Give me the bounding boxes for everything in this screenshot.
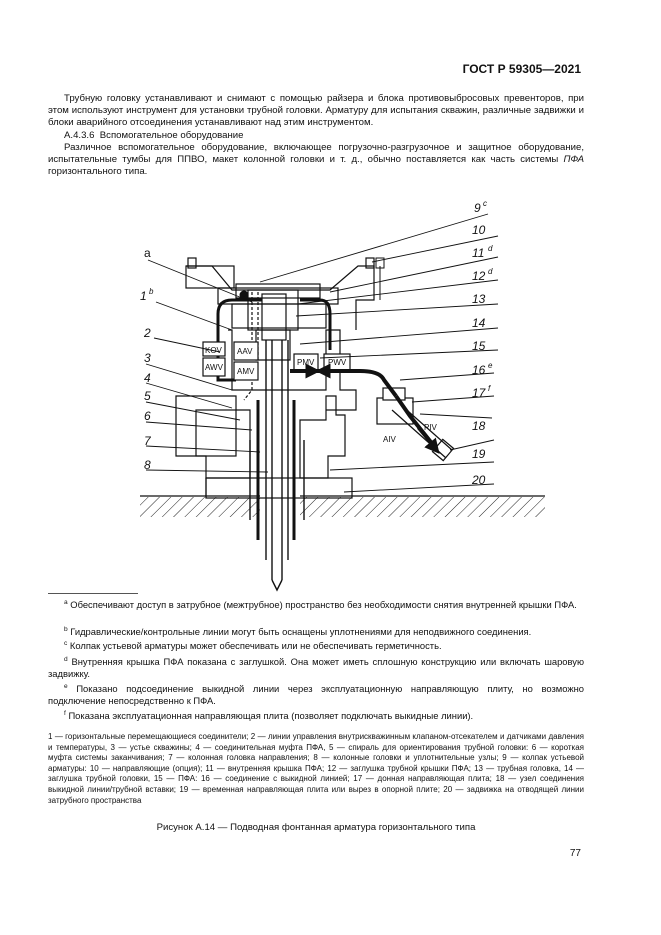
lower-housing — [175, 395, 346, 479]
footnote-f: f Показана эксплуатационная направляющая… — [48, 710, 584, 722]
callout-18: 18 — [472, 419, 486, 433]
paragraph-text-end: горизонтального типа. — [48, 166, 148, 178]
section-heading: А.4.3.6 Вспомогательное оборудование — [64, 130, 243, 142]
footnote-text: Обеспечивают доступ в затрубное (межтруб… — [70, 599, 577, 610]
figure-caption: Рисунок А.14 — Подводная фонтанная армат… — [156, 822, 476, 833]
flow-arrows — [296, 363, 440, 454]
label-pmv: PMV — [297, 358, 315, 367]
paragraph-emphasis: ПФА — [563, 154, 584, 166]
callout-13: 13 — [472, 292, 486, 306]
callout-a: a — [144, 246, 151, 260]
callout-9: 9 — [474, 201, 481, 215]
flowline-pipe — [391, 403, 455, 462]
callout-1-sup: b — [149, 287, 154, 296]
callout-labels: 9 c 10 11 d 12 d 13 14 15 16 e 17 f 18 1… — [140, 199, 493, 487]
callout-7: 7 — [144, 434, 152, 448]
footnote-separator — [48, 593, 138, 594]
section-title: Вспомогательное оборудование — [99, 130, 244, 141]
callout-10: 10 — [472, 223, 486, 237]
footnote-mark: f — [64, 709, 66, 717]
callout-8: 8 — [144, 458, 151, 472]
footnote-mark: e — [64, 682, 68, 690]
callout-12-sup: d — [488, 267, 493, 276]
label-amv: AMV — [237, 367, 255, 376]
footnote-text: Показано подсоединение выкидной линии че… — [48, 683, 585, 707]
footnote-text: Внутренняя крышка ПФА показана с заглушк… — [48, 656, 584, 680]
callout-19: 19 — [472, 447, 486, 461]
label-kov: KOV — [205, 346, 223, 355]
figure-legend: 1 — горизонтальные перемещающиеся соедин… — [48, 732, 584, 805]
callout-17-sup: f — [488, 384, 491, 393]
footnote-text: Гидравлические/контрольные линии могут б… — [70, 626, 532, 637]
callout-15: 15 — [472, 339, 486, 353]
paragraph-tubing-hanger: Трубную головку устанавливают и снимают … — [48, 93, 584, 129]
callout-12: 12 — [472, 269, 486, 283]
section-number: А.4.3.6 — [64, 130, 95, 141]
callout-5: 5 — [144, 389, 151, 403]
label-aav: AAV — [237, 347, 253, 356]
callout-17: 17 — [472, 386, 487, 400]
guide-base — [205, 477, 353, 499]
footnote-b: b Гидравлические/контрольные линии могут… — [48, 626, 584, 638]
footnote-c: c Колпак устьевой арматуры может обеспеч… — [48, 640, 584, 652]
footnote-mark: a — [64, 598, 68, 606]
footnote-text: Колпак устьевой арматуры может обеспечив… — [69, 640, 442, 651]
label-pwv: PWV — [328, 358, 347, 367]
callout-6: 6 — [144, 409, 151, 423]
footnote-d: d Внутренняя крышка ПФА показана с заглу… — [48, 656, 584, 680]
leader-lines — [145, 213, 499, 493]
valve-blocks — [202, 341, 414, 425]
callout-1: 1 — [140, 289, 147, 303]
callout-11-sup: d — [488, 244, 493, 253]
paragraph-text: Различное вспомогательное оборудование, … — [48, 142, 584, 166]
valve-labels: KOV AWV AAV AMV PMV PWV PIV AIV — [205, 346, 438, 444]
tubing-bore — [249, 340, 305, 592]
seabed — [140, 495, 545, 517]
document-header: ГОСТ Р 59305—2021 — [462, 62, 581, 76]
figure-wellhead-diagram: 9 c 10 11 d 12 d 13 14 15 16 e 17 f 18 1… — [140, 199, 545, 592]
footnote-mark: c — [64, 639, 68, 647]
page-number: 77 — [569, 848, 581, 859]
label-awv: AWV — [205, 363, 224, 372]
footnote-e: e Показано подсоединение выкидной линии … — [48, 683, 584, 707]
label-piv: PIV — [424, 423, 438, 432]
callout-20: 20 — [471, 473, 486, 487]
paragraph-aux-equipment: Различное вспомогательное оборудование, … — [48, 142, 584, 179]
footnote-a: a Обеспечивают доступ в затрубное (межтр… — [48, 599, 584, 611]
footnote-mark: b — [64, 625, 68, 633]
callout-11: 11 — [472, 246, 484, 260]
callout-16-sup: e — [488, 361, 493, 370]
callout-4: 4 — [144, 371, 151, 385]
callout-9-sup: c — [483, 199, 487, 208]
footnote-mark: d — [64, 655, 68, 663]
callout-2: 2 — [143, 326, 151, 340]
callout-16: 16 — [472, 363, 486, 377]
footnote-text: Показана эксплуатационная направляющая п… — [68, 710, 474, 721]
xt-body — [185, 257, 375, 411]
callout-3: 3 — [144, 351, 151, 365]
label-aiv: AIV — [383, 435, 397, 444]
callout-14: 14 — [472, 316, 486, 330]
